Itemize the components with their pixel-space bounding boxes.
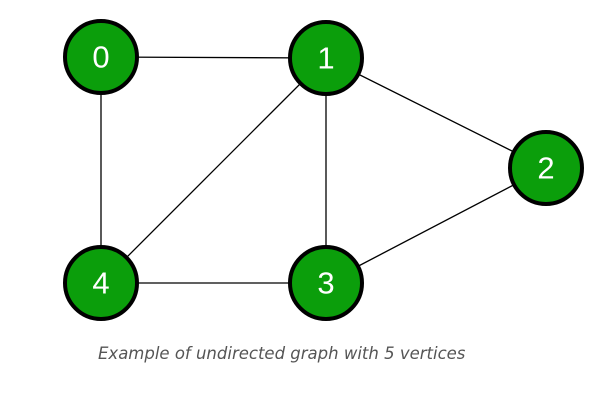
vertex-label-2: 2 <box>537 151 554 186</box>
vertex-4: 4 <box>63 245 139 321</box>
vertex-circle-4 <box>63 245 139 321</box>
graph-caption: Example of undirected graph with 5 verti… <box>98 344 466 363</box>
vertex-0: 0 <box>63 19 139 95</box>
vertex-label-0: 0 <box>92 40 109 75</box>
vertex-circle-0 <box>63 19 139 95</box>
vertex-circle-2 <box>508 130 584 206</box>
edge-1-2 <box>325 57 547 169</box>
vertex-circle-3 <box>288 245 364 321</box>
edge-2-3 <box>325 167 547 284</box>
vertex-2: 2 <box>508 130 584 206</box>
vertex-label-1: 1 <box>317 41 334 76</box>
graph-nodes: 0 1 2 3 4 <box>63 19 584 321</box>
edge-1-4 <box>100 57 327 284</box>
vertex-circle-1 <box>288 20 364 96</box>
vertex-label-4: 4 <box>92 266 109 301</box>
vertex-label-3: 3 <box>317 266 334 301</box>
vertex-1: 1 <box>288 20 364 96</box>
vertex-3: 3 <box>288 245 364 321</box>
